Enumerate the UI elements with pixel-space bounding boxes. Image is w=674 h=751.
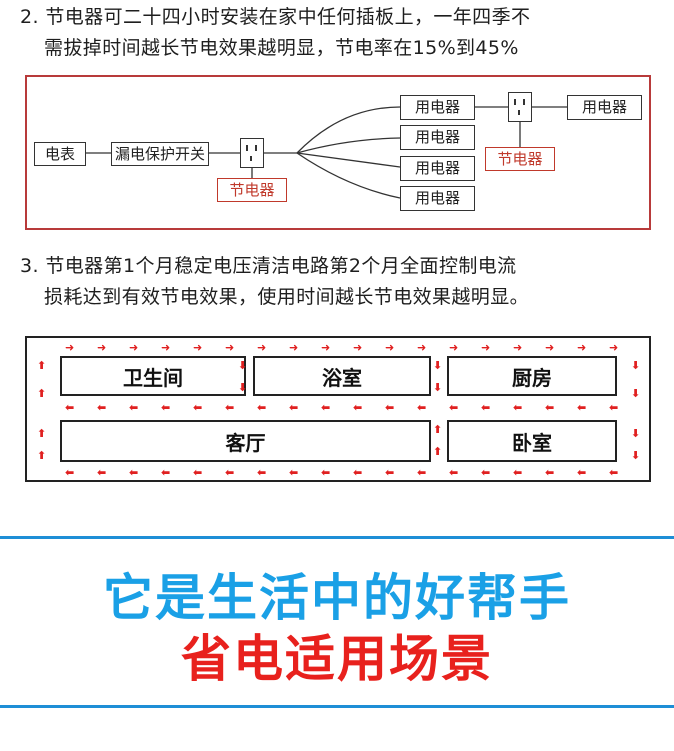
room-bathroom: 卫生间 — [60, 356, 246, 396]
flow-arrow-icon: ⬅ — [129, 401, 139, 414]
appliance-box-1: 用电器 — [400, 95, 475, 120]
flow-arrow-icon: ➜ — [385, 341, 395, 354]
appliance-box-4: 用电器 — [400, 186, 475, 211]
flow-arrow-icon: ➜ — [417, 341, 427, 354]
flow-arrow-icon: ➜ — [545, 341, 555, 354]
appliance-box-2: 用电器 — [400, 125, 475, 150]
flow-arrow-icon: ⬅ — [353, 466, 363, 479]
flow-arrow-icon: ➜ — [257, 341, 267, 354]
appliance-box-5: 用电器 — [567, 95, 642, 120]
banner-subheadline: 省电适用场景 — [181, 630, 493, 688]
flow-arrow-icon: ⬇ — [238, 359, 248, 372]
meter-box: 电表 — [34, 142, 86, 166]
flow-arrow-icon: ⬅ — [609, 401, 619, 414]
section-2-text: 2. 节电器可二十四小时安装在家中任何插板上，一年四季不 需拔掉时间越长节电效果… — [20, 2, 665, 64]
flow-arrow-icon: ➜ — [289, 341, 299, 354]
outlet-icon — [240, 138, 264, 168]
flow-arrow-icon: ⬅ — [385, 401, 395, 414]
circuit-wires — [85, 106, 567, 199]
flow-arrow-icon: ➜ — [97, 341, 107, 354]
room-bedroom: 卧室 — [447, 420, 617, 462]
flow-arrow-icon: ➜ — [353, 341, 363, 354]
section-3-line-1: 3. 节电器第1个月稳定电压清洁电路第2个月全面控制电流 — [20, 255, 517, 277]
flow-arrow-icon: ⬅ — [321, 401, 331, 414]
flow-arrow-icon: ➜ — [129, 341, 139, 354]
flow-arrow-icon: ⬅ — [449, 401, 459, 414]
section-3-text: 3. 节电器第1个月稳定电压清洁电路第2个月全面控制电流 损耗达到有效节电效果，… — [20, 251, 665, 313]
flow-arrow-icon: ⬅ — [385, 466, 395, 479]
flow-arrow-icon: ⬅ — [449, 466, 459, 479]
flow-arrow-icon: ➜ — [481, 341, 491, 354]
flow-arrow-icon: ⬇ — [631, 387, 641, 400]
flow-arrow-icon: ⬅ — [513, 466, 523, 479]
saver-box-left: 节电器 — [217, 178, 287, 202]
flow-arrow-icon: ⬆ — [37, 387, 47, 400]
appliance-box-3: 用电器 — [400, 156, 475, 181]
flow-arrow-icon: ➜ — [321, 341, 331, 354]
flow-arrow-icon: ⬅ — [289, 401, 299, 414]
flow-arrow-icon: ⬅ — [65, 401, 75, 414]
breaker-box: 漏电保护开关 — [111, 142, 209, 166]
flow-arrow-icon: ⬅ — [545, 401, 555, 414]
flow-arrow-icon: ⬇ — [433, 359, 443, 372]
saver-box-right: 节电器 — [485, 147, 555, 171]
flow-arrow-icon: ⬅ — [577, 401, 587, 414]
flow-arrow-icon: ➜ — [65, 341, 75, 354]
room-living: 客厅 — [60, 420, 431, 462]
flow-arrow-icon: ⬅ — [545, 466, 555, 479]
flow-arrow-icon: ⬅ — [417, 466, 427, 479]
flow-arrow-icon: ➜ — [193, 341, 203, 354]
flow-arrow-icon: ➜ — [225, 341, 235, 354]
circuit-diagram: 电表 漏电保护开关 节电器 用电器 用电器 用电器 用电器 节电器 用电器 — [25, 75, 651, 230]
flow-arrow-icon: ⬇ — [631, 359, 641, 372]
outlet-icon — [508, 92, 532, 122]
flow-arrow-icon: ⬇ — [631, 427, 641, 440]
flow-arrow-icon: ⬅ — [161, 401, 171, 414]
flow-arrow-icon: ⬅ — [97, 401, 107, 414]
banner-bottom-line — [0, 705, 674, 708]
flow-arrow-icon: ⬆ — [37, 427, 47, 440]
flow-arrow-icon: ⬅ — [97, 466, 107, 479]
flow-arrow-icon: ⬅ — [257, 401, 267, 414]
room-shower: 浴室 — [253, 356, 431, 396]
section-2-line-1: 2. 节电器可二十四小时安装在家中任何插板上，一年四季不 — [20, 6, 531, 28]
flow-arrow-icon: ➜ — [609, 341, 619, 354]
flow-arrow-icon: ⬅ — [161, 466, 171, 479]
flow-arrow-icon: ⬅ — [513, 401, 523, 414]
flow-arrow-icon: ➜ — [449, 341, 459, 354]
room-kitchen: 厨房 — [447, 356, 617, 396]
flow-arrow-icon: ⬅ — [193, 466, 203, 479]
flow-arrow-icon: ➜ — [513, 341, 523, 354]
flow-arrow-icon: ⬅ — [353, 401, 363, 414]
banner-headline: 它是生活中的好帮手 — [103, 569, 571, 627]
banner-top-line — [0, 536, 674, 539]
flow-arrow-icon: ⬅ — [225, 401, 235, 414]
flow-arrow-icon: ➜ — [577, 341, 587, 354]
flow-arrow-icon: ⬅ — [129, 466, 139, 479]
flow-arrow-icon: ⬆ — [37, 359, 47, 372]
flow-arrow-icon: ⬆ — [433, 423, 443, 436]
flow-arrow-icon: ⬅ — [193, 401, 203, 414]
flow-arrow-icon: ⬅ — [65, 466, 75, 479]
section-2-line-2: 需拔掉时间越长节电效果越明显，节电率在15%到45% — [44, 37, 519, 59]
flow-arrow-icon: ⬆ — [433, 445, 443, 458]
flow-arrow-icon: ⬅ — [417, 401, 427, 414]
flow-arrow-icon: ⬅ — [577, 466, 587, 479]
flow-arrow-icon: ⬅ — [289, 466, 299, 479]
section-3-line-2: 损耗达到有效节电效果，使用时间越长节电效果越明显。 — [44, 286, 530, 308]
flow-arrow-icon: ⬅ — [257, 466, 267, 479]
flow-arrow-icon: ⬅ — [481, 401, 491, 414]
flow-arrow-icon: ➜ — [161, 341, 171, 354]
flow-arrow-icon: ⬆ — [37, 449, 47, 462]
flow-arrow-icon: ⬅ — [225, 466, 235, 479]
flow-arrow-icon: ⬅ — [609, 466, 619, 479]
flow-arrow-icon: ⬅ — [481, 466, 491, 479]
flow-arrow-icon: ⬇ — [433, 381, 443, 394]
floor-plan: 卫生间 浴室 厨房 客厅 卧室 ➜ ➜ ➜ ➜ ➜ ➜ ➜ ➜ ➜ ➜ ➜ ➜ ➜ ➜ ➜ ➜ ➜ ➜ ⬅ ⬅ ⬅ ⬅ ⬅ ⬅… — [25, 336, 651, 482]
flow-arrow-icon: ⬅ — [321, 466, 331, 479]
flow-arrow-icon: ⬇ — [238, 381, 248, 394]
flow-arrow-icon: ⬇ — [631, 449, 641, 462]
